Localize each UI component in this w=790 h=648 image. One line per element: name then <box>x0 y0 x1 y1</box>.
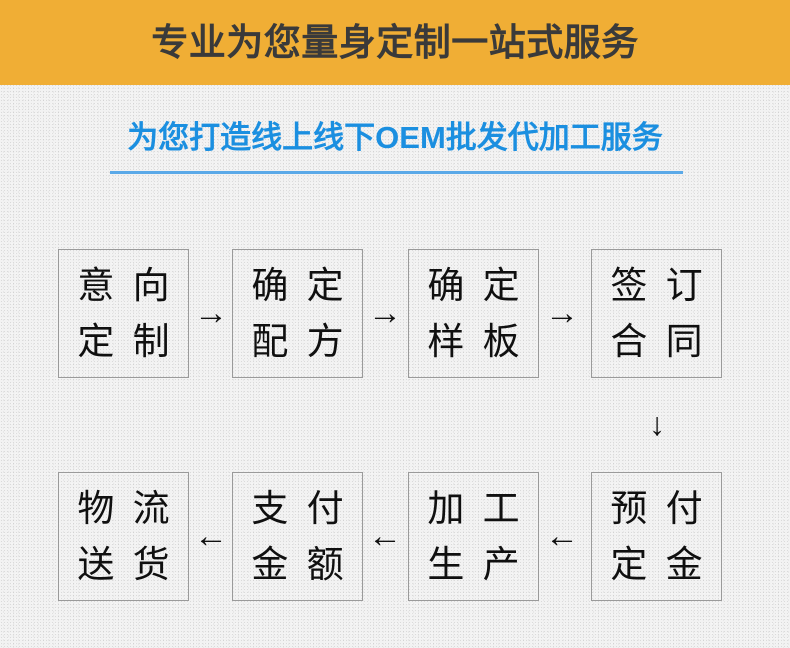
flow-step-6-line2: 生 产 <box>427 543 524 585</box>
header-banner: 专业为您量身定制一站式服务 <box>0 0 790 85</box>
flow-step-6-line1: 加 工 <box>427 487 524 529</box>
flow-step-5-line2: 定 金 <box>610 543 707 585</box>
flow-step-3-line1: 确 定 <box>427 264 524 306</box>
flow-step-2-line2: 配 方 <box>251 320 348 362</box>
flow-step-8-line2: 送 货 <box>77 543 174 585</box>
banner-title: 专业为您量身定制一站式服务 <box>151 22 639 63</box>
flow-step-2-line1: 确 定 <box>251 264 348 306</box>
flow-step-3-line2: 样 板 <box>427 320 524 362</box>
flow-step-1-line2: 定 制 <box>77 320 174 362</box>
flow-step-7-line1: 支 付 <box>251 487 348 529</box>
arrow-left-icon-2: ← <box>368 517 402 555</box>
arrow-down-icon: ↓ <box>649 406 665 442</box>
arrow-right-icon-1: → <box>194 294 228 332</box>
arrow-left-icon-3: ← <box>545 517 579 555</box>
flow-step-6: 加 工 生 产 <box>408 472 539 601</box>
flow-step-4: 签 订 合 同 <box>591 249 722 378</box>
flow-step-5-line1: 预 付 <box>610 487 707 529</box>
flow-step-2: 确 定 配 方 <box>232 249 363 378</box>
flow-step-1-line1: 意 向 <box>77 264 174 306</box>
arrow-left-icon-1: ← <box>194 517 228 555</box>
flow-step-3: 确 定 样 板 <box>408 249 539 378</box>
flow-step-7: 支 付 金 额 <box>232 472 363 601</box>
subtitle-section: 为您打造线上线下OEM批发代加工服务 <box>0 112 790 174</box>
flow-step-5: 预 付 定 金 <box>591 472 722 601</box>
arrow-right-icon-3: → <box>545 294 579 332</box>
arrow-right-icon-2: → <box>368 294 402 332</box>
flow-step-7-line2: 金 额 <box>251 543 348 585</box>
flow-step-1: 意 向 定 制 <box>58 249 189 378</box>
flow-step-8: 物 流 送 货 <box>58 472 189 601</box>
flow-step-4-line1: 签 订 <box>610 264 707 306</box>
subtitle-underline <box>110 171 683 174</box>
subtitle-text: 为您打造线上线下OEM批发代加工服务 <box>127 120 663 155</box>
flow-step-4-line2: 合 同 <box>610 320 707 362</box>
flow-step-8-line1: 物 流 <box>77 487 174 529</box>
